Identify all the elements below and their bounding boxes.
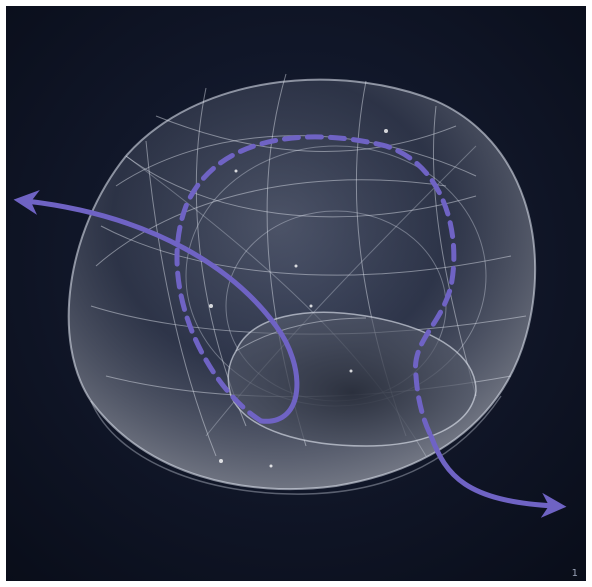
dashed-path-curve — [174, 134, 457, 439]
artwork-canvas — [6, 6, 586, 581]
corner-number: 1 — [571, 568, 578, 579]
arrow-curve-left — [13, 190, 300, 424]
arrow-curve-right — [428, 433, 567, 518]
wireframe-nodes — [209, 129, 388, 468]
